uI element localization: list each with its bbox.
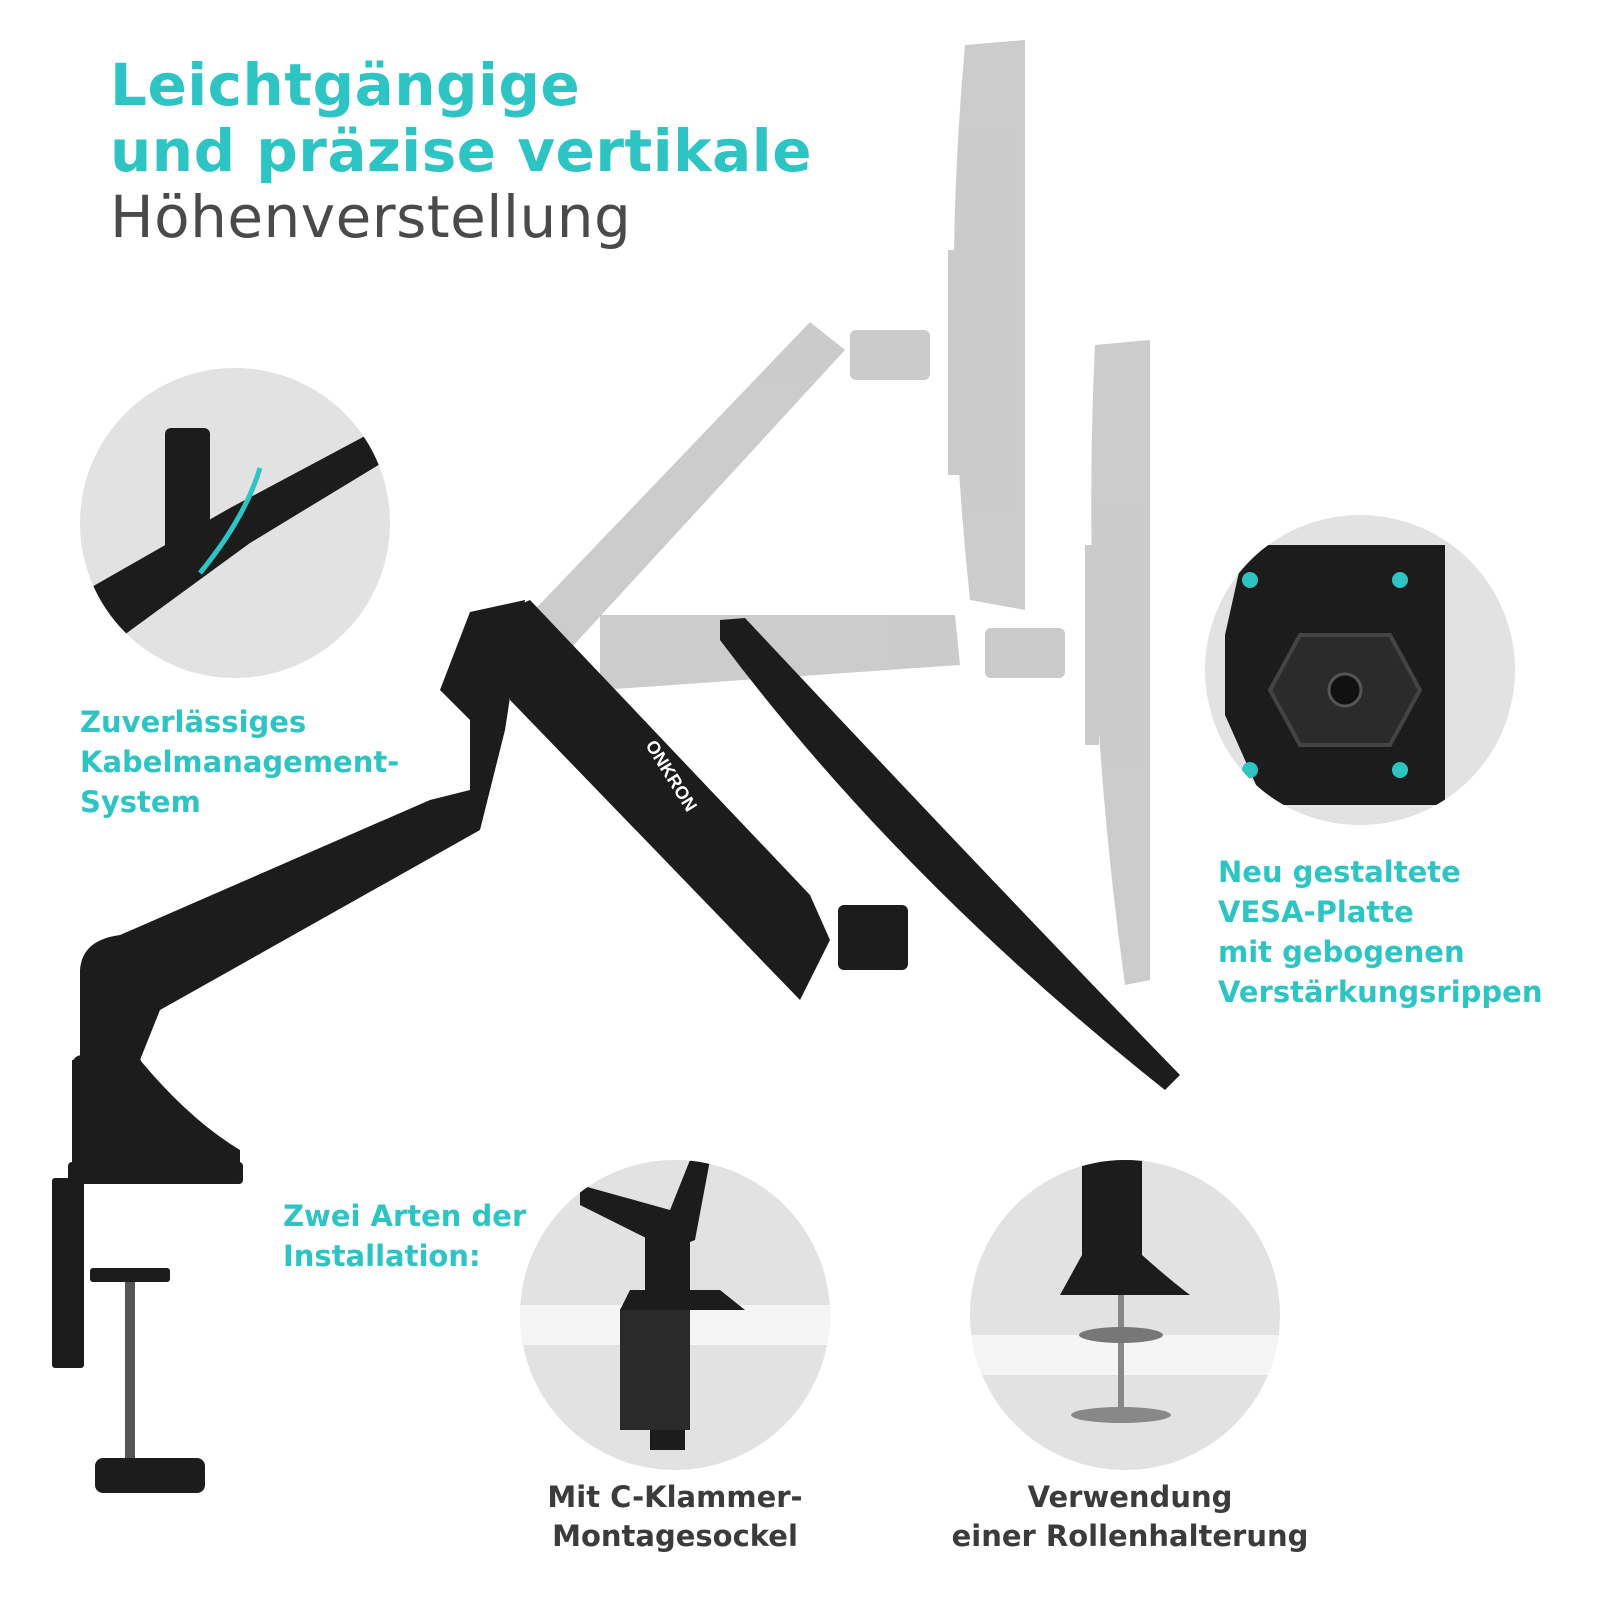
feature-installation: Zwei Arten der Installation: bbox=[283, 1196, 526, 1276]
feature-vesa-plate: Neu gestaltete VESA-Platte mit gebogenen… bbox=[1218, 852, 1543, 1012]
caption-grommet-line-1: Verwendung bbox=[1027, 1480, 1233, 1514]
headline-line-1: Leichtgängige bbox=[110, 51, 581, 119]
feature-cable-line-3: System bbox=[80, 785, 201, 819]
feature-vesa-line-4: Verstärkungsrippen bbox=[1218, 975, 1543, 1009]
c-clamp-detail-icon bbox=[520, 1160, 830, 1470]
cable-management-detail-icon bbox=[80, 368, 390, 678]
ghost-arm-middle bbox=[600, 340, 1150, 985]
vesa-plate-detail-icon bbox=[1205, 515, 1515, 825]
feature-vesa-line-2: VESA-Platte bbox=[1218, 895, 1414, 929]
headline: Leichtgängige und präzise vertikale Höhe… bbox=[110, 52, 812, 250]
feature-vesa-line-3: mit gebogenen bbox=[1218, 935, 1465, 969]
ghost-arm-top bbox=[520, 40, 1025, 660]
caption-c-clamp: Mit C-Klammer- Montagesockel bbox=[510, 1478, 840, 1556]
feature-cable-management: Zuverlässiges Kabelmanagement- System bbox=[80, 702, 399, 822]
feature-install-line-1: Zwei Arten der bbox=[283, 1199, 527, 1233]
caption-grommet: Verwendung einer Rollenhalterung bbox=[940, 1478, 1320, 1556]
caption-clamp-line-1: Mit C-Klammer- bbox=[547, 1480, 803, 1514]
feature-cable-line-1: Zuverlässiges bbox=[80, 705, 307, 739]
feature-cable-line-2: Kabelmanagement- bbox=[80, 745, 400, 779]
grommet-mount-detail-icon bbox=[970, 1160, 1280, 1470]
headline-line-2: und präzise vertikale bbox=[110, 117, 813, 185]
caption-grommet-line-2: einer Rollenhalterung bbox=[951, 1519, 1309, 1553]
feature-install-line-2: Installation: bbox=[283, 1239, 481, 1273]
feature-vesa-line-1: Neu gestaltete bbox=[1218, 855, 1461, 889]
main-arm bbox=[52, 600, 1180, 1493]
headline-line-3: Höhenverstellung bbox=[110, 183, 632, 251]
caption-clamp-line-2: Montagesockel bbox=[552, 1519, 798, 1553]
